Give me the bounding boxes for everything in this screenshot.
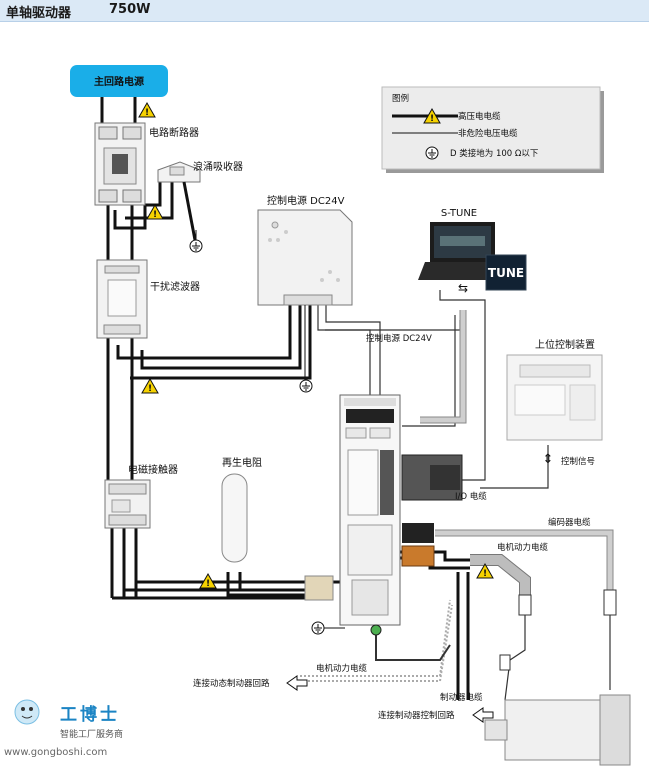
servo-motor — [484, 694, 631, 766]
circuit-breaker: 电路断路器 — [94, 122, 199, 206]
filter-label: 干扰滤波器 — [150, 280, 200, 293]
legend-high-voltage: 高压电电缆 — [458, 111, 501, 122]
io-cable-label: I/O 电缆 — [455, 491, 487, 502]
signal-cables — [300, 310, 614, 701]
stune-laptop: TUNE S-TUNE ⇆ — [418, 208, 527, 295]
dyn-brake-label: 连接动态制动器回路 — [193, 678, 270, 689]
arrow-left-icon — [286, 675, 308, 691]
warning-icon — [146, 204, 164, 221]
stune-logo-text: TUNE — [488, 266, 524, 280]
stune-label: S-TUNE — [441, 208, 477, 219]
brake-cable-label: 制动器电缆 — [440, 692, 483, 703]
breaker-label: 电路断路器 — [149, 126, 199, 139]
legend: 图例 高压电电缆 非危险电压电缆 D 类接地为 100 Ω以下 — [381, 86, 604, 173]
ground-icon — [425, 146, 439, 160]
host-label: 上位控制装置 — [535, 338, 595, 351]
high-voltage-wires — [100, 96, 470, 700]
surge-absorber: 浪涌吸收器 — [157, 160, 243, 183]
ground-icon — [299, 379, 313, 393]
encoder-connector — [402, 523, 434, 543]
watermark-url: www.gongboshi.com — [4, 747, 107, 758]
encoder-cable-label: 编码器电缆 — [548, 517, 591, 528]
control-power-supply: 控制电源 DC24V — [257, 194, 353, 306]
host-controller: 上位控制装置 ⇕ 控制信号 — [506, 338, 603, 467]
watermark: 工博士 智能工厂服务商 www.gongboshi.com — [4, 699, 123, 758]
ctrl-signal-label: 控制信号 — [561, 456, 595, 467]
warning-icon — [476, 563, 494, 580]
header-model: 750W — [109, 2, 151, 17]
regen-label: 再生电阻 — [222, 456, 262, 469]
motor-power-cable-label-2: 电机动力电缆 — [316, 663, 368, 674]
warning-icon — [141, 378, 159, 395]
control-cable-label: 控制电源 DC24V — [366, 333, 432, 344]
main-power-box: 主回路电源 — [70, 65, 168, 97]
warning-icon — [138, 102, 156, 119]
header-title: 单轴驱动器 — [6, 6, 72, 21]
watermark-sub: 智能工厂服务商 — [60, 728, 123, 740]
watermark-name: 工博士 — [60, 704, 120, 725]
surge-label: 浪涌吸收器 — [193, 160, 243, 173]
arrow-left-icon — [472, 707, 494, 723]
magnetic-contactor: 电磁接触器 — [104, 463, 178, 529]
power-connector — [401, 545, 435, 567]
servo-drive — [339, 394, 401, 636]
ground-icon — [311, 621, 325, 635]
noise-filter: 干扰滤波器 — [96, 259, 200, 339]
io-connector: I/O 电缆 — [401, 454, 487, 502]
terminal-block — [304, 575, 334, 601]
ground-icon — [189, 239, 203, 253]
main-power-label: 主回路电源 — [94, 75, 144, 88]
control-ps-label: 控制电源 DC24V — [267, 194, 345, 207]
updown-arrow-icon: ⇕ — [543, 452, 554, 467]
contactor-label: 电磁接触器 — [128, 463, 178, 476]
legend-title: 图例 — [392, 93, 409, 104]
cable-connectors — [499, 589, 617, 671]
regen-resistor: 再生电阻 — [221, 456, 262, 563]
usb-icon: ⇆ — [458, 281, 468, 295]
legend-ground: D 类接地为 100 Ω以下 — [450, 148, 539, 159]
legend-non-hazard: 非危险电压电缆 — [458, 128, 518, 139]
motor-power-cable-label: 电机动力电缆 — [497, 542, 549, 553]
low-voltage-wires — [317, 290, 549, 489]
header-bar: 单轴驱动器 750W — [0, 0, 649, 22]
brake-ctrl-label: 连接制动器控制回路 — [378, 710, 455, 721]
